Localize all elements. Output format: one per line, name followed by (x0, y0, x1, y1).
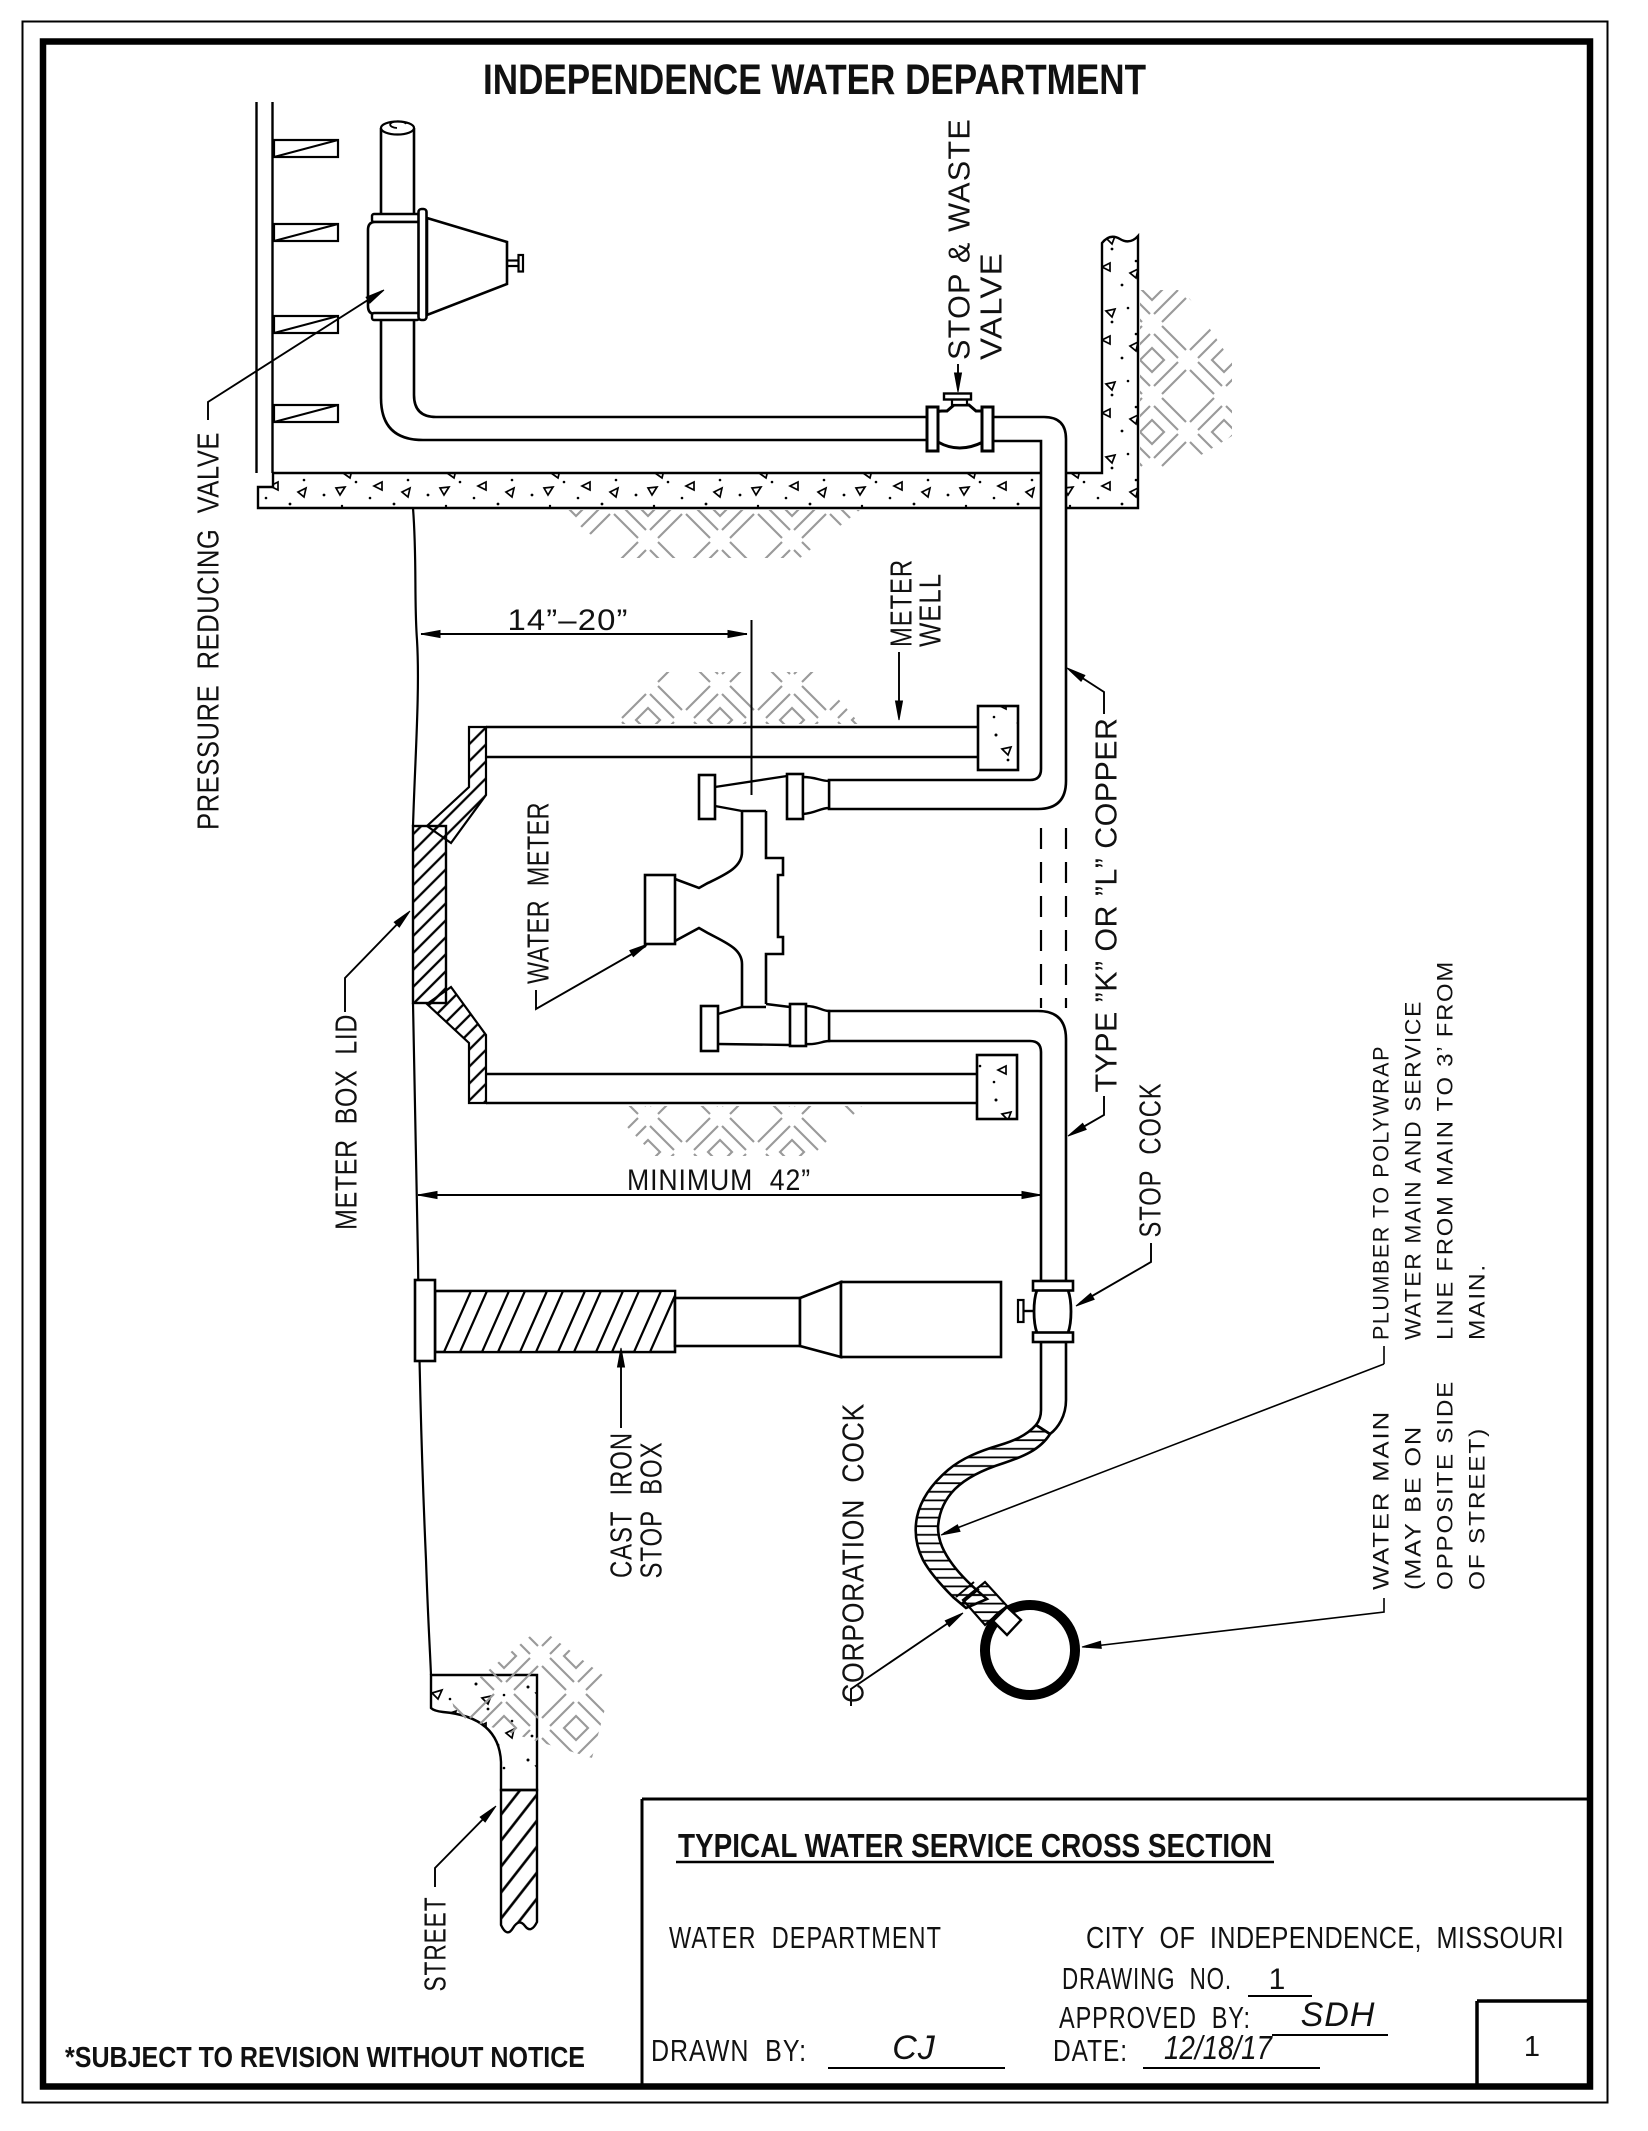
svg-text:14”–20”: 14”–20” (508, 604, 629, 637)
svg-text:STOP & WASTE: STOP & WASTE (942, 118, 977, 360)
svg-text:OF STREET): OF STREET) (1465, 1427, 1490, 1590)
svg-text:DATE:: DATE: (1053, 2033, 1128, 2068)
svg-text:MINIMUM 42”: MINIMUM 42” (627, 1164, 811, 1197)
svg-text:WATER METER: WATER METER (521, 802, 556, 984)
svg-text:CORPORATION COCK: CORPORATION COCK (836, 1403, 871, 1703)
svg-text:*SUBJECT TO REVISION WITHOUT N: *SUBJECT TO REVISION WITHOUT NOTICE (65, 2042, 585, 2074)
svg-text:1: 1 (1269, 1963, 1286, 1996)
svg-text:TYPE ”K” OR ”L” COPPER: TYPE ”K” OR ”L” COPPER (1089, 718, 1124, 1093)
svg-text:DRAWING NO.: DRAWING NO. (1062, 1961, 1232, 1996)
svg-text:WATER DEPARTMENT: WATER DEPARTMENT (669, 1920, 942, 1955)
svg-text:MAIN.: MAIN. (1465, 1263, 1490, 1340)
svg-text:(MAY BE ON: (MAY BE ON (1401, 1425, 1426, 1590)
svg-text:PLUMBER TO POLYWRAP: PLUMBER TO POLYWRAP (1369, 1045, 1394, 1340)
svg-text:WATER MAIN AND SERVICE: WATER MAIN AND SERVICE (1401, 1000, 1426, 1340)
svg-text:LINE FROM MAIN TO 3’ FROM: LINE FROM MAIN TO 3’ FROM (1433, 960, 1458, 1340)
svg-text:STREET: STREET (418, 1897, 453, 1992)
svg-text:CJ: CJ (892, 2029, 936, 2067)
svg-text:APPROVED BY:: APPROVED BY: (1059, 2000, 1251, 2035)
svg-text:STOP COCK: STOP COCK (1133, 1083, 1168, 1238)
svg-text:WELL: WELL (913, 573, 948, 647)
svg-text:STOP BOX: STOP BOX (634, 1442, 669, 1579)
svg-text:PRESSURE REDUCING VALVE: PRESSURE REDUCING VALVE (191, 432, 226, 830)
svg-text:12/18/17: 12/18/17 (1164, 2029, 1273, 2066)
svg-text:SDH: SDH (1301, 1996, 1376, 2034)
svg-text:WATER MAIN: WATER MAIN (1369, 1410, 1394, 1590)
svg-text:TYPICAL WATER SERVICE CROSS SE: TYPICAL WATER SERVICE CROSS SECTION (678, 1827, 1272, 1864)
svg-text:METER: METER (884, 559, 919, 647)
svg-text:CITY OF INDEPENDENCE, MISSO: CITY OF INDEPENDENCE, MISSOURI (1086, 1920, 1564, 1955)
svg-text:CAST IRON: CAST IRON (604, 1432, 639, 1578)
svg-text:VALVE: VALVE (974, 252, 1009, 360)
svg-text:DRAWN BY:: DRAWN BY: (651, 2033, 807, 2068)
svg-text:1: 1 (1524, 2031, 1540, 2063)
svg-text:OPPOSITE SIDE: OPPOSITE SIDE (1433, 1380, 1458, 1590)
svg-text:METER BOX LID: METER BOX LID (329, 1014, 364, 1230)
svg-text:INDEPENDENCE WATER DEPARTMENT: INDEPENDENCE WATER DEPARTMENT (483, 56, 1146, 104)
